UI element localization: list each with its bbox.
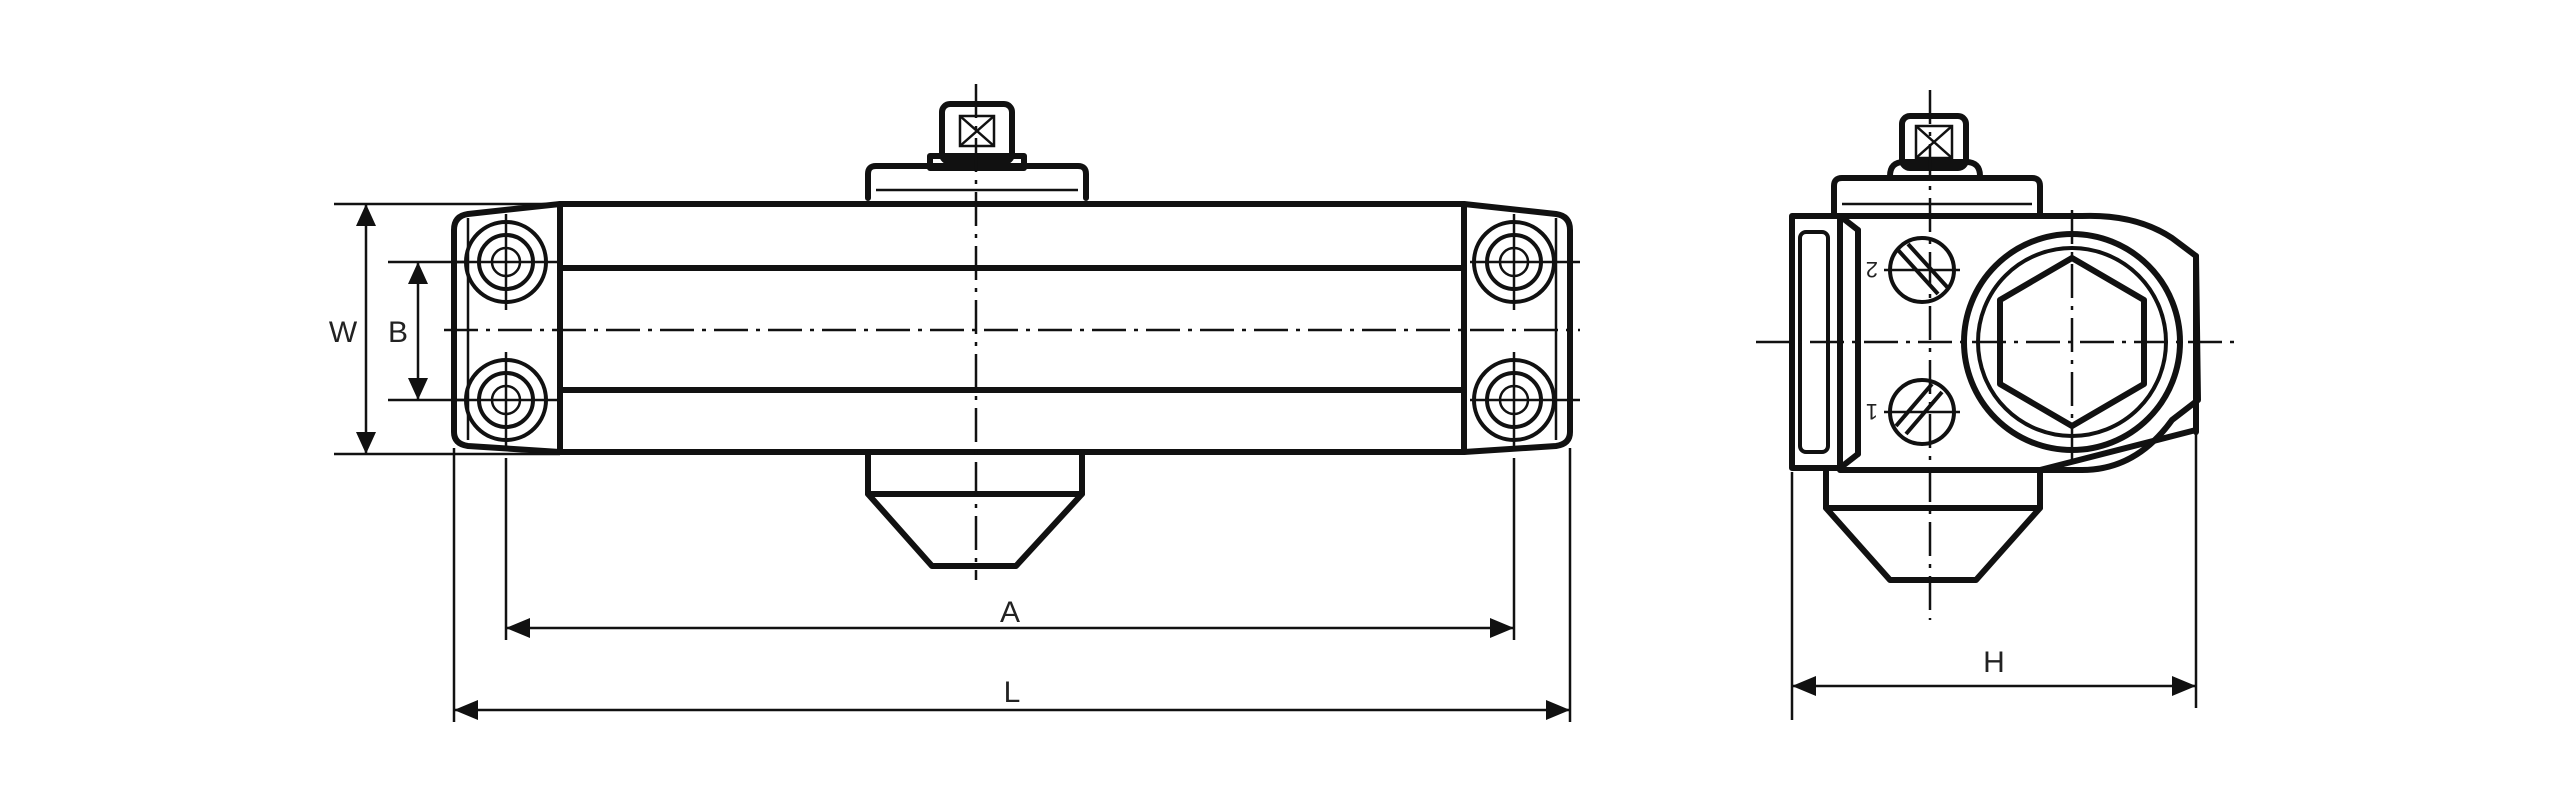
- label-h: H: [1983, 646, 2005, 679]
- side-bottom-pinion: [1823, 467, 2043, 583]
- dimension-b: B: [388, 260, 466, 402]
- valve-lower-mark: 1: [1866, 399, 1878, 424]
- label-b: B: [388, 316, 408, 349]
- label-l: L: [1004, 676, 1021, 709]
- dimension-w: W: [329, 202, 560, 456]
- side-top-plate: [1831, 175, 2043, 217]
- side-view: 2 1 H: [1756, 90, 2236, 720]
- label-a: A: [1000, 596, 1020, 629]
- front-view: W B A L: [329, 84, 1580, 722]
- label-w: W: [329, 316, 358, 349]
- valve-lower: 1: [1866, 378, 1956, 446]
- valve-upper-mark: 2: [1866, 257, 1878, 282]
- side-top-nut: [1887, 113, 1983, 179]
- dimension-a: A: [504, 458, 1516, 640]
- dimension-l: L: [452, 448, 1572, 722]
- dimension-h: H: [1790, 408, 2198, 720]
- main-body: [557, 201, 1467, 455]
